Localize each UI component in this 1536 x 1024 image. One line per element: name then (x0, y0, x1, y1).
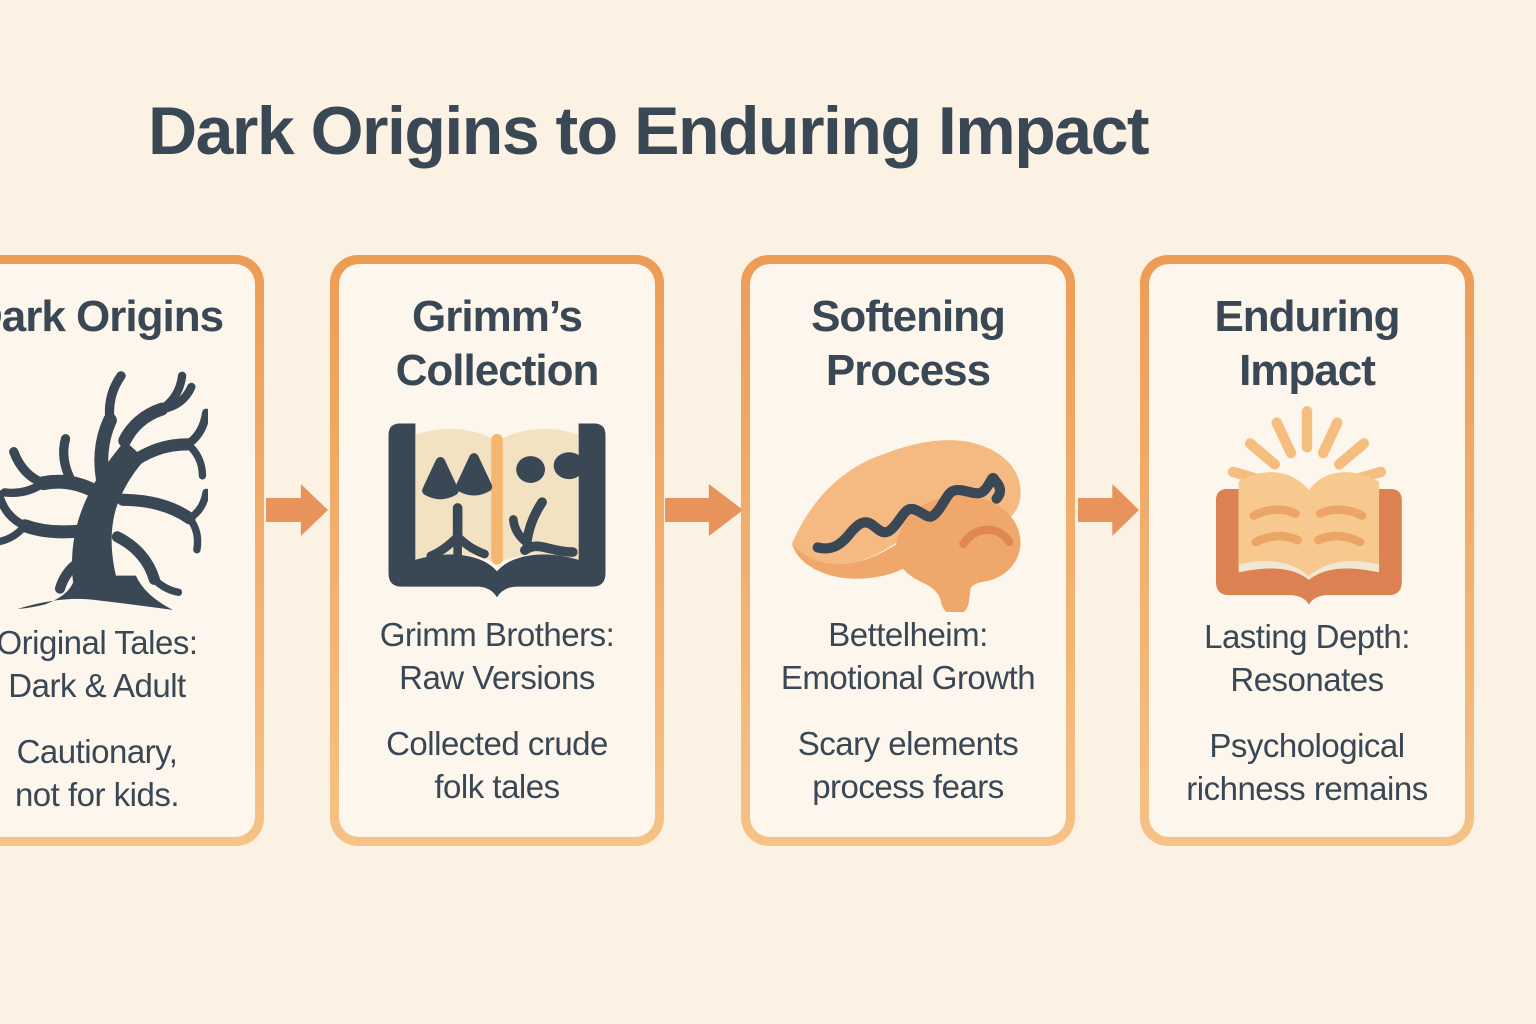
card-dark-origins: Dark Origins (0, 255, 264, 846)
bare-tree-icon (0, 371, 208, 610)
open-book-runes-icon (388, 423, 606, 598)
glowing-book-icon (1216, 406, 1402, 605)
card-title: Enduring Impact (1214, 292, 1400, 395)
card-title: Grimm’s Collection (395, 292, 600, 395)
icon-box (1157, 398, 1457, 616)
card-title: Softening Process (811, 292, 1006, 395)
card-body-1: Grimm Brothers: Raw Versions (379, 616, 615, 697)
card-body-2: Psychological richness remains (1186, 726, 1428, 807)
page-title: Dark Origins to Enduring Impact (148, 93, 1150, 169)
icon-box (758, 398, 1058, 614)
flow-arrow-icon (1078, 481, 1139, 539)
card-dark-origins-inner: Dark Origins (0, 264, 255, 837)
card-grimms-collection: Grimm’s Collection (330, 255, 664, 846)
brain-wave-icon (791, 440, 1021, 613)
card-body-2: Collected crude folk tales (386, 725, 608, 806)
card-body-1: Original Tales: Dark & Adult (0, 624, 198, 704)
flow-arrow-icon (665, 481, 743, 539)
card-grimms-collection-inner: Grimm’s Collection (339, 264, 655, 837)
card-softening-process-inner: Softening Process Bettelheim: Emotional … (750, 264, 1066, 837)
card-body-1: Bettelheim: Emotional Growth (780, 616, 1036, 697)
card-body-1: Lasting Depth: Resonates (1204, 618, 1410, 698)
card-softening-process: Softening Process Bettelheim: Emotional … (741, 255, 1075, 846)
card-body-2: Scary elements process fears (797, 725, 1019, 806)
card-body-2: Cautionary, not for kids. (14, 732, 180, 813)
flow-arrow-icon (266, 481, 328, 539)
card-enduring-impact-inner: Enduring Impact (1149, 264, 1465, 837)
card-title: Dark Origins (0, 292, 224, 341)
card-enduring-impact: Enduring Impact (1140, 255, 1474, 846)
icon-box (347, 398, 647, 614)
icon-box (0, 348, 247, 622)
